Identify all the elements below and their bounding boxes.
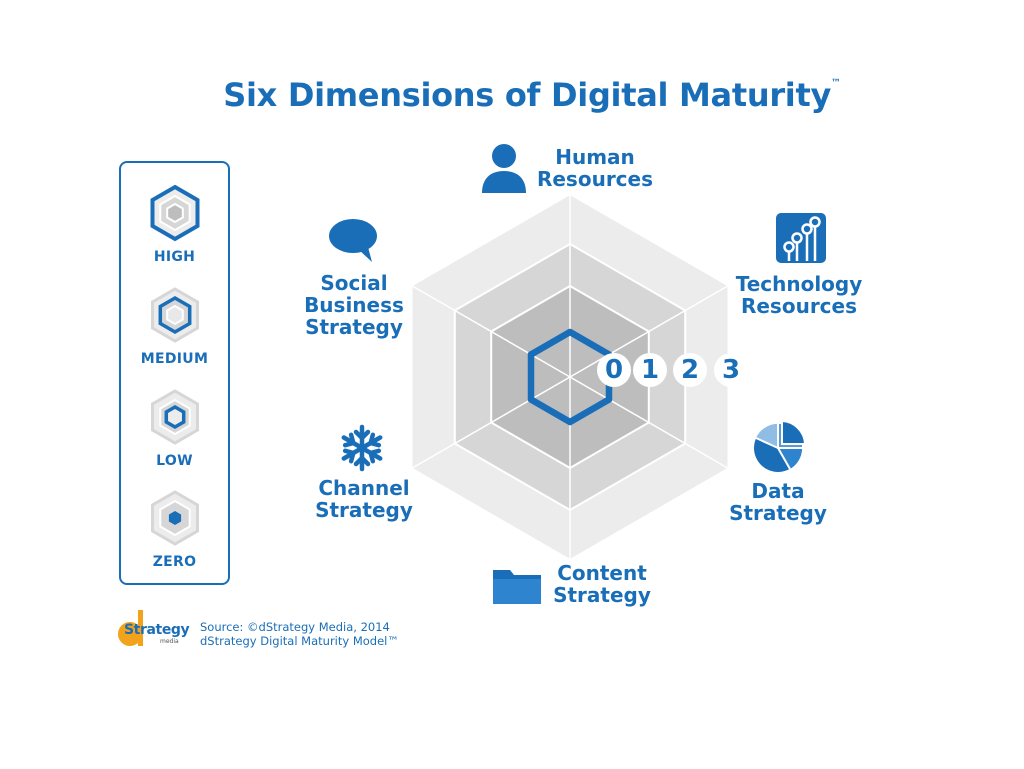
pie-chart-icon [754,420,806,472]
dimension-content-strategy: Content Strategy [546,562,658,606]
label-line: Resources [536,167,654,191]
label-line: Channel [318,476,410,500]
dimension-social-business-strategy: Social Business Strategy [296,272,412,338]
speech-bubble-icon [329,219,377,262]
scale-number-3: 3 [714,353,748,387]
legend-label: LOW [156,453,193,469]
maturity-legend: HIGH MEDIUM LOW ZERO [119,161,230,585]
legend-item-medium: MEDIUM [121,285,228,367]
label-line: Strategy [305,315,403,339]
legend-item-low: LOW [121,387,228,469]
legend-item-zero: ZERO [121,488,228,570]
circuit-chart-icon [776,213,826,263]
label-line: Resources [740,294,858,318]
source-line: dStrategy Digital Maturity Model™ [200,634,399,648]
label-line: Social [320,271,388,295]
label-line: Human [555,145,635,169]
label-line: Business [304,293,404,317]
label-line: Strategy [729,501,827,525]
label-line: Technology [735,272,863,296]
legend-item-high: HIGH [121,183,228,265]
low-hexagon-icon [150,389,199,445]
scale-number-1: 1 [633,353,667,387]
legend-label: MEDIUM [140,351,209,367]
title-text: Six Dimensions of Digital Maturity [223,76,832,114]
dimension-data-strategy: Data Strategy [722,480,834,524]
medium-hexagon-icon [150,287,199,343]
axis-spokes [411,194,729,560]
dimension-channel-strategy: Channel Strategy [306,477,422,521]
dimension-human-resources: Human Resources [532,146,658,190]
source-line: Source: ©dStrategy Media, 2014 [200,620,390,634]
snowflake-icon [341,424,383,472]
high-hexagon-icon [150,184,199,242]
dimension-technology-resources: Technology Resources [728,273,870,317]
folder-icon [493,570,541,604]
label-line: Data [751,479,805,503]
label-line: Strategy [315,498,413,522]
scale-number-2: 2 [673,353,707,387]
label-line: Strategy [553,583,651,607]
scale-number-0: 0 [597,353,631,387]
logo-subtext: media [160,638,179,645]
person-icon [482,144,526,193]
logo-text: Strategy [124,622,190,638]
dstrategy-logo-icon [118,610,143,646]
legend-label: HIGH [153,249,196,265]
label-line: Content [557,561,647,585]
zero-hexagon-icon [150,490,199,546]
trademark-mark: ™ [831,78,841,90]
source-credit: Source: ©dStrategy Media, 2014 dStrategy… [200,620,399,648]
page-title: Six Dimensions of Digital Maturity™ [0,76,1024,114]
legend-label: ZERO [152,554,197,570]
